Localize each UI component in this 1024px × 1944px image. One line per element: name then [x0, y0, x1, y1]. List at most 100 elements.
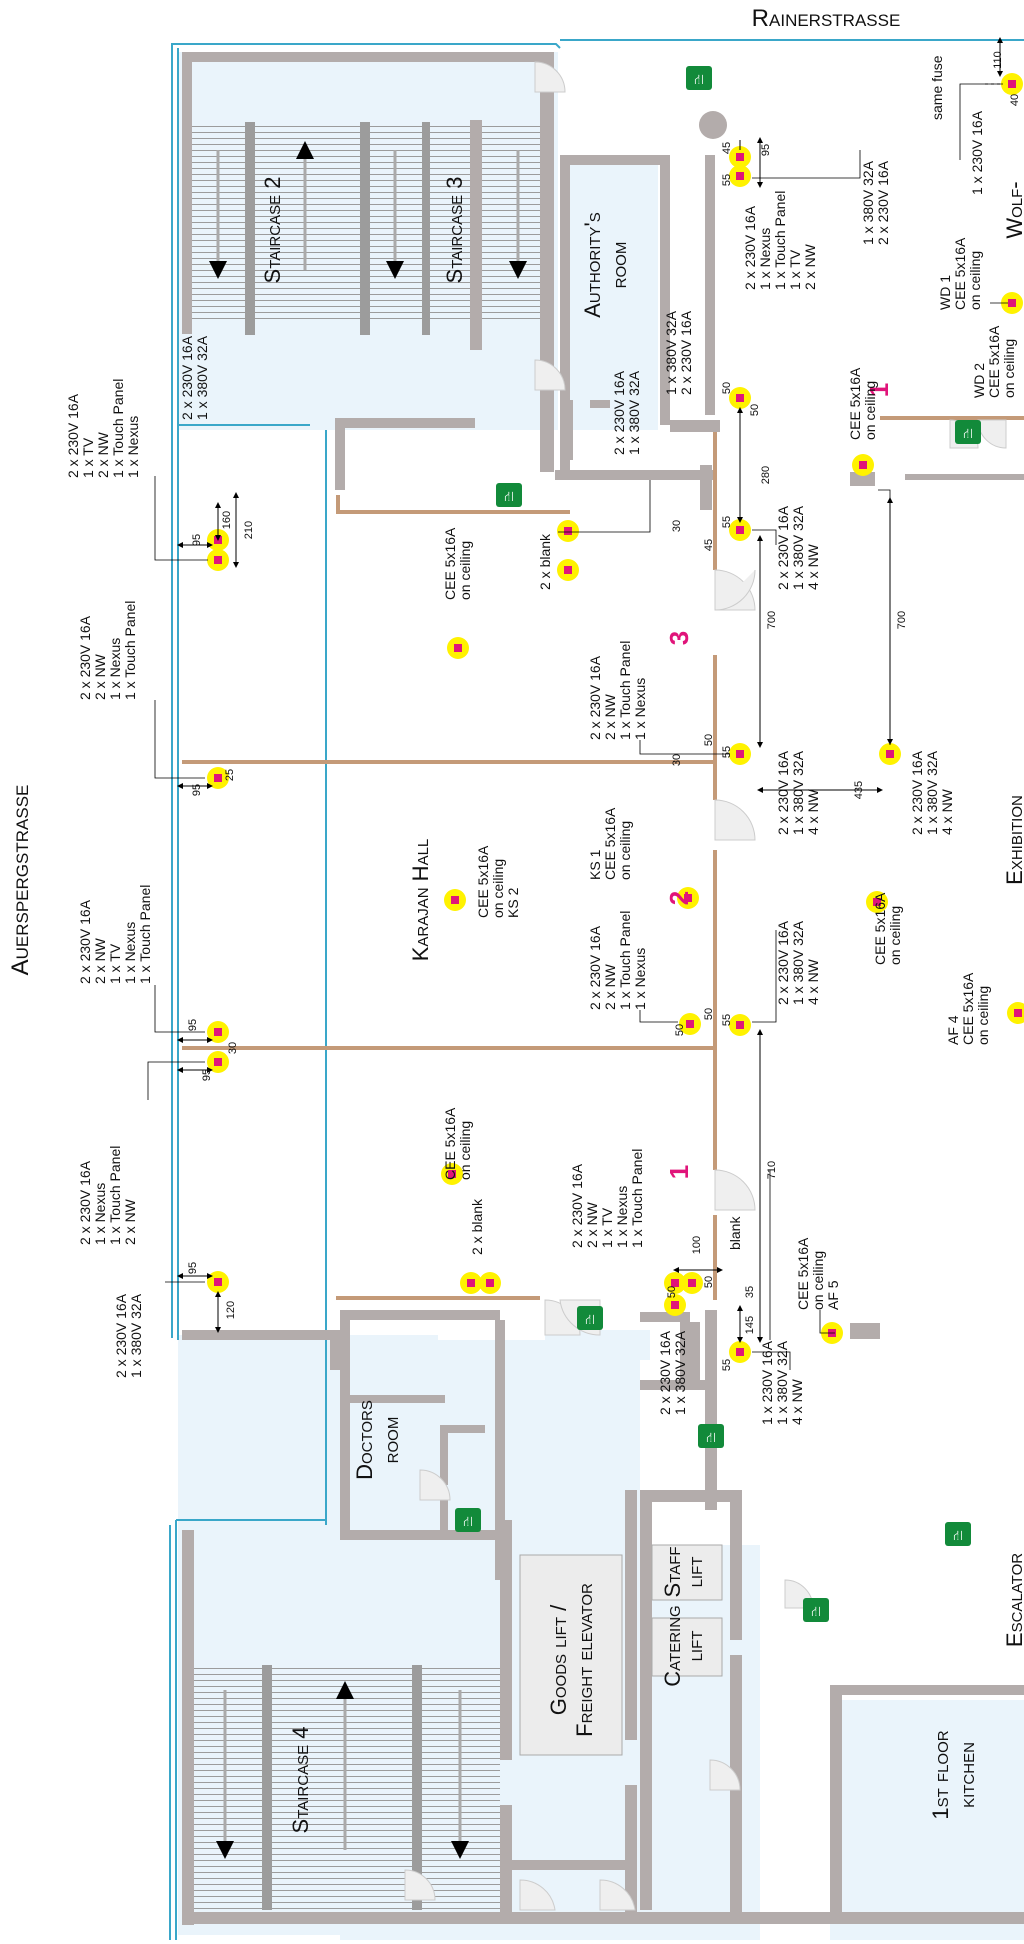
- room-staircase2: Staircase 2: [260, 177, 285, 284]
- dimension-d95a: 95: [191, 534, 203, 546]
- annotation-line: 1 x 380V 32A: [626, 370, 642, 455]
- annotation-line: 2 x 230V 16A: [678, 310, 694, 395]
- annotation-line: 2 x NW: [92, 653, 108, 700]
- dimension-d160: 160: [221, 511, 233, 529]
- dimension-d45b: 45: [703, 539, 715, 551]
- annotation-line: 1 x Touch Panel: [122, 601, 138, 700]
- dimension-d110: 110: [992, 51, 1004, 69]
- dimension-d35: 35: [744, 1286, 756, 1298]
- outlet-icon: [207, 1021, 229, 1043]
- annotation-f1: 1 x 230V 16A: [969, 110, 985, 195]
- exit-sign-icon: ⛙: [803, 1598, 829, 1622]
- dimension-d50f: 50: [666, 1286, 678, 1298]
- annotation-line: 1 x 380V 32A: [860, 160, 876, 245]
- outlet-icon: [207, 1271, 229, 1293]
- annotation-line: on ceiling: [617, 821, 633, 880]
- annotation-line: 1 x Nexus: [757, 228, 773, 290]
- annotation-line: 2 x 230V 16A: [657, 1330, 673, 1415]
- outlet-icon: [441, 1163, 463, 1185]
- outlet-icon: [729, 165, 751, 187]
- room-kitchen-1: 1st floor: [928, 1730, 953, 1819]
- annotation-line: WD 2: [971, 363, 987, 398]
- annotation-line: 2 x blank: [537, 533, 553, 590]
- walls: [182, 52, 1024, 1925]
- lift-boxes: [519, 1544, 723, 1756]
- room-catering-1: Catering: [660, 1605, 685, 1686]
- annotation-line: 2 x NW: [584, 1201, 600, 1248]
- outlet-icon: [1007, 1002, 1024, 1024]
- dimension-d50c: 50: [703, 734, 715, 746]
- annotation-line: CEE 5x16A: [602, 807, 618, 880]
- outlet-icon: [677, 887, 699, 909]
- annotation-line: on ceiling: [457, 1121, 473, 1180]
- dimension-d700b: 700: [896, 611, 908, 629]
- annotation-line: 2 x 230V 16A: [65, 393, 81, 478]
- dimension-d50e: 50: [703, 1008, 715, 1020]
- exit-sign-icon: ⛙: [496, 483, 522, 507]
- annotation-line: 2 x 230V 16A: [611, 370, 627, 455]
- annotation-line: CEE 5x16A: [952, 237, 968, 310]
- outlet-icon: [664, 1272, 686, 1294]
- room-exhibition: Exhibition: [1002, 795, 1024, 885]
- annotation-b4: 2 x blank: [537, 533, 553, 590]
- dimension-d435: 435: [853, 781, 865, 799]
- annotation-line: on ceiling: [490, 859, 506, 918]
- dimension-d25: 25: [224, 769, 236, 781]
- annotation-line: 2 x NW: [602, 693, 618, 740]
- annotation-line: 1 x Touch Panel: [629, 1149, 645, 1248]
- section-number-2: 2: [664, 891, 694, 905]
- svg-text:⛙: ⛙: [963, 425, 973, 441]
- dimension-d40: 40: [1009, 94, 1021, 106]
- outlet-icon: [681, 1272, 703, 1294]
- room-goods-2: Freight elevator: [572, 1583, 597, 1737]
- dimension-d210: 210: [243, 521, 255, 539]
- outlet-icon: [557, 520, 579, 542]
- annotation-line: 1 x 380V 32A: [790, 920, 806, 1005]
- annotation-line: 1 x TV: [107, 943, 123, 984]
- annotation-line: 2 x 230V 16A: [909, 750, 925, 835]
- partitions: [182, 416, 1024, 1300]
- annotation-line: 2 x NW: [92, 937, 108, 984]
- outlet-icon: [866, 891, 888, 913]
- dimension-d50d: 50: [674, 1024, 686, 1036]
- room-doctors-1: Doctors: [352, 1400, 377, 1480]
- annotation-line: 1 x 380V 32A: [790, 505, 806, 590]
- annotation-line: 1 x 230V 16A: [969, 110, 985, 195]
- annotation-line: 2 x NW: [95, 431, 111, 478]
- annotation-line: 2 x blank: [469, 1198, 485, 1255]
- dimension-d50a: 50: [721, 382, 733, 394]
- room-catering-2: lift: [682, 1631, 707, 1662]
- room-goods-1: Goods lift /: [546, 1604, 571, 1715]
- annotation-line: 2 x 230V 16A: [587, 925, 603, 1010]
- annotation-line: CEE 5x16A: [960, 972, 976, 1045]
- annotation-line: on ceiling: [862, 381, 878, 440]
- pillars: [699, 111, 880, 1339]
- annotation-line: AF 4: [945, 1015, 961, 1045]
- annotation-b5: 2 x blank: [469, 1198, 485, 1255]
- annotation-line: 2 x NW: [602, 963, 618, 1010]
- annotation-line: on ceiling: [1001, 339, 1017, 398]
- svg-text:⛙: ⛙: [706, 1429, 716, 1445]
- annotation-line: 1 x 230V 16A: [759, 1340, 775, 1425]
- annotation-line: WD 1: [937, 275, 953, 310]
- svg-text:⛙: ⛙: [694, 71, 704, 87]
- annotation-line: 1 x Nexus: [614, 1186, 630, 1248]
- dimension-d45a: 45: [721, 142, 733, 154]
- exit-sign-icon: ⛙: [945, 1522, 971, 1546]
- dimension-lines: [177, 37, 1003, 1343]
- annotation-line: 4 x NW: [939, 788, 955, 835]
- section-number-right: 1: [864, 383, 894, 397]
- outlet-icon: [444, 889, 466, 911]
